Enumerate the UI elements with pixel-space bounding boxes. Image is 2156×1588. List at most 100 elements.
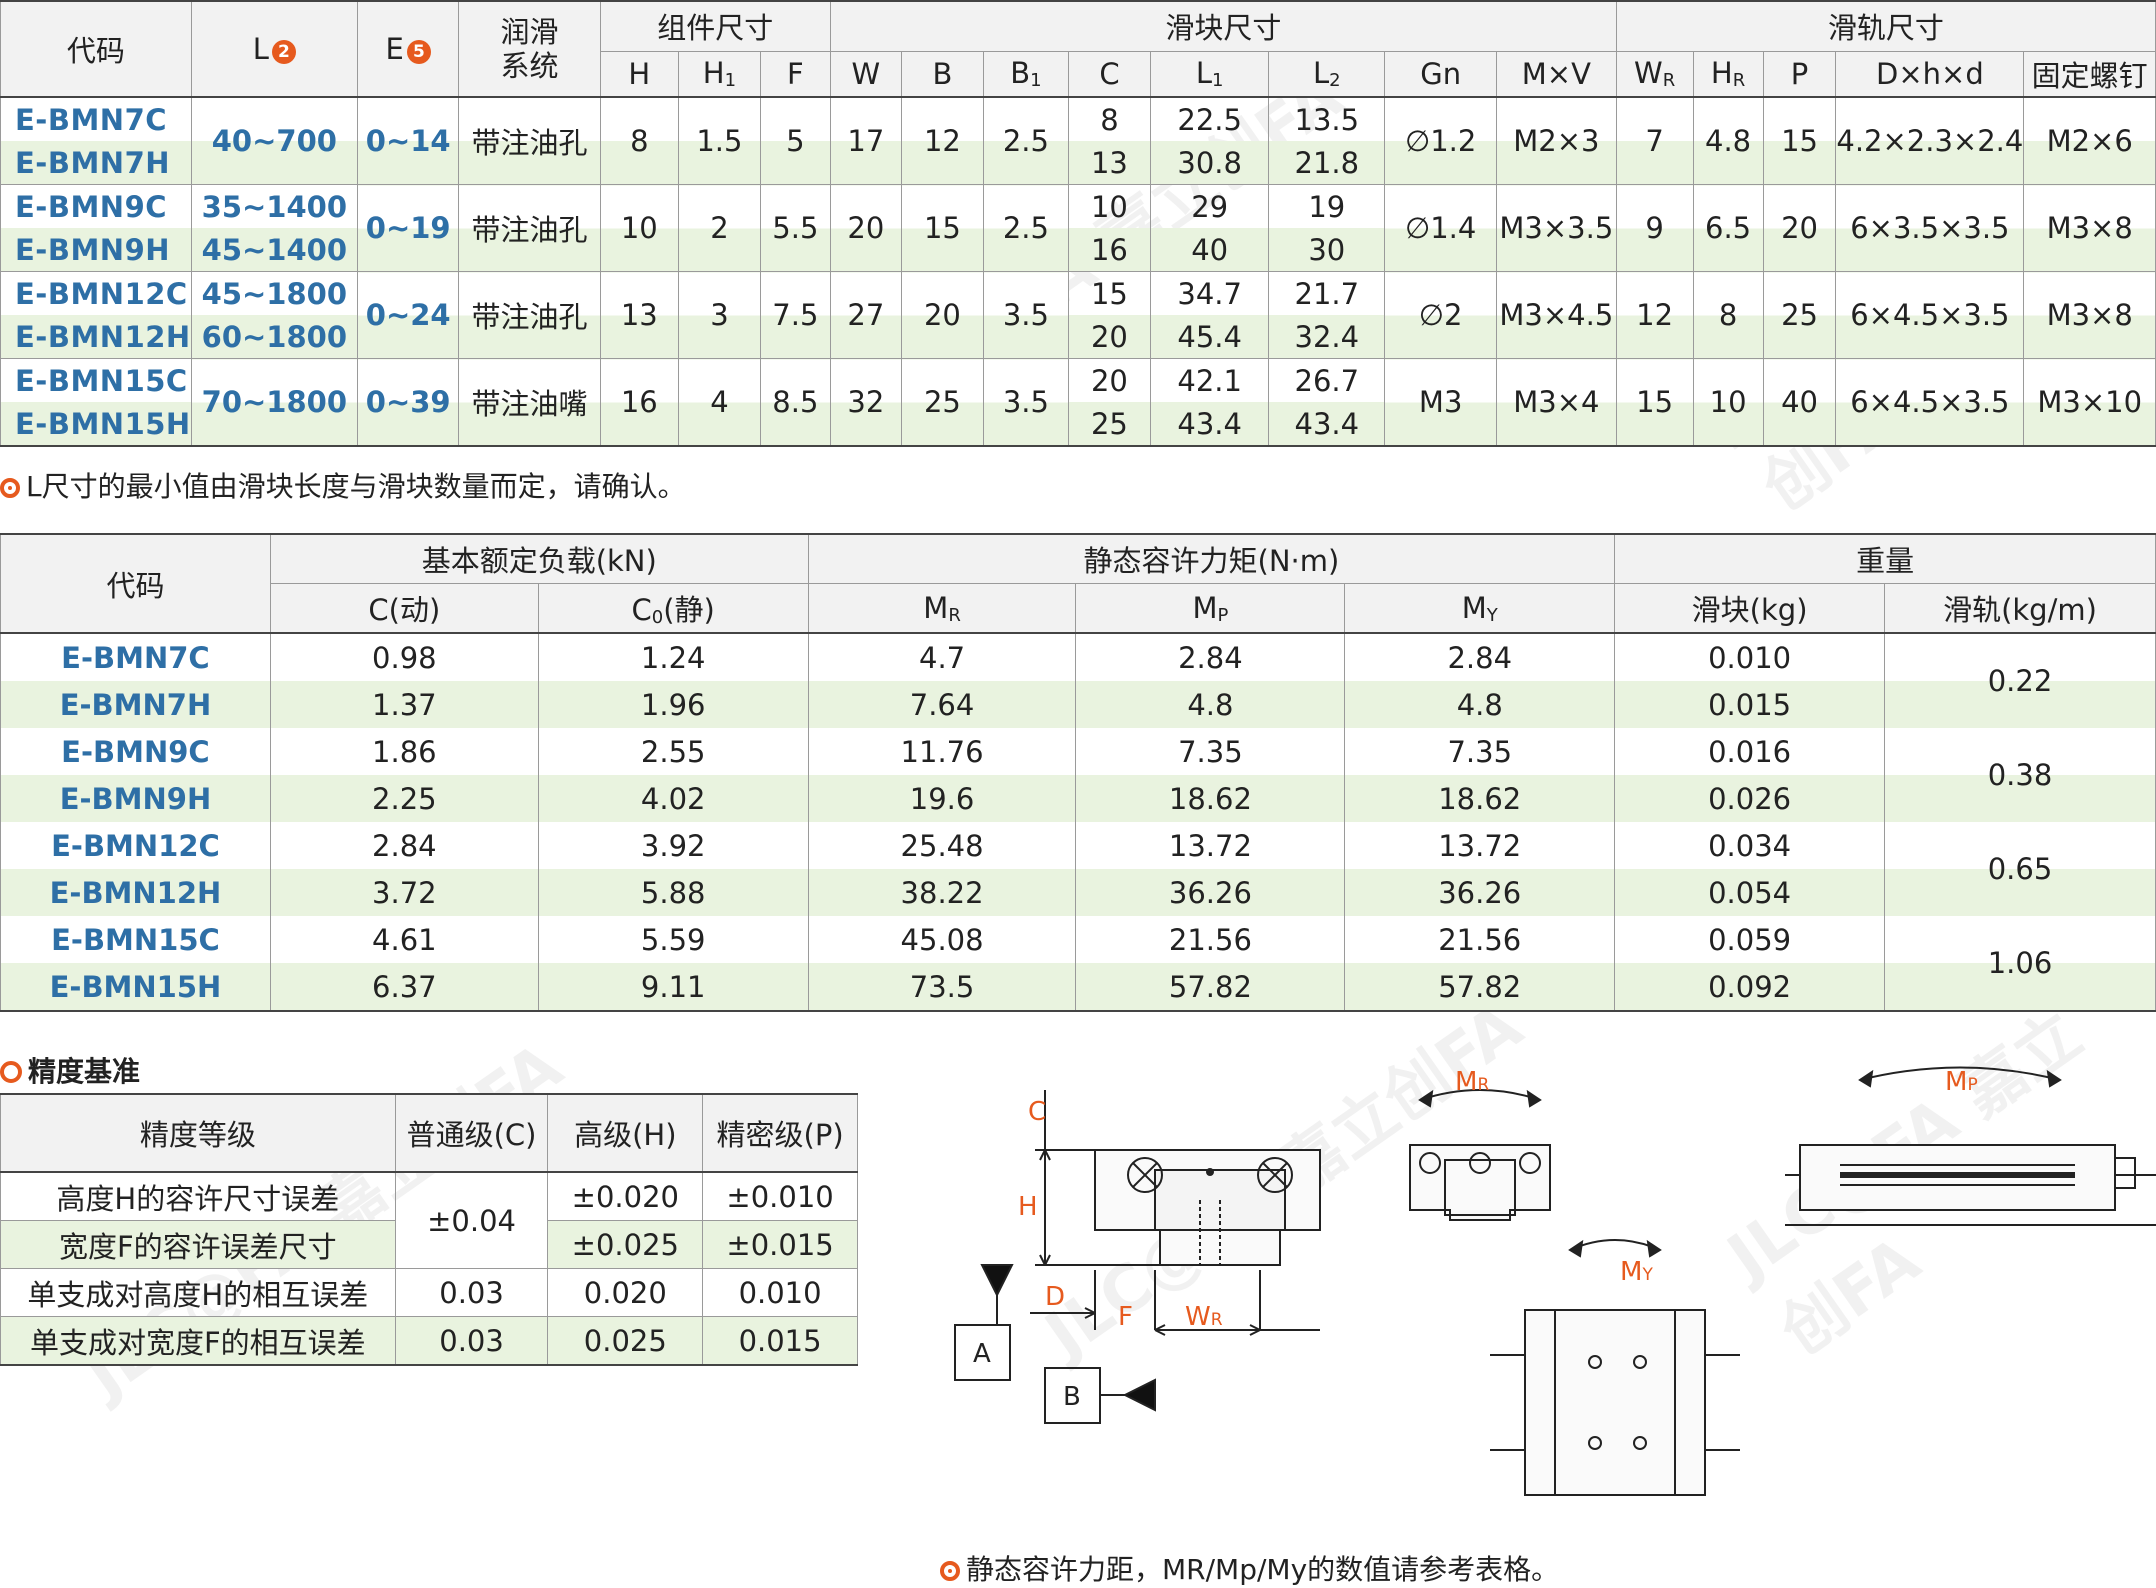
product-code: E-BMN15C <box>0 358 192 402</box>
cell: 3 <box>678 271 761 359</box>
cell: 45.08 <box>807 916 1077 963</box>
cell: 12 <box>1615 271 1694 359</box>
datum-A: A <box>973 1339 991 1369</box>
cell: 27 <box>829 271 902 359</box>
header-L2: L2 <box>1268 50 1386 98</box>
product-code: E-BMN7C <box>0 633 271 681</box>
product-code: E-BMN7H <box>0 141 192 185</box>
cell: 13 <box>1067 141 1152 185</box>
cell: 19 <box>1268 184 1386 228</box>
cell: 4.8 <box>1692 96 1764 185</box>
header-C-dynamic: C(动) <box>269 583 539 634</box>
cell: 8 <box>1692 271 1764 359</box>
cell: 0.025 <box>547 1316 704 1366</box>
header-Dhd: D×h×d <box>1835 50 2025 98</box>
cell: 43.4 <box>1268 402 1386 446</box>
load-table: 代码 基本额定负载(kN) 静态容许力矩(N·m) 重量 C(动) C0(静) … <box>0 533 2156 1012</box>
cell: 3.5 <box>983 271 1069 359</box>
cell: M3×8 <box>2023 184 2156 272</box>
product-code: E-BMN9H <box>0 775 271 822</box>
cell: 29 <box>1150 184 1270 228</box>
cell: 13.72 <box>1344 822 1616 869</box>
cell: 6×4.5×3.5 <box>1835 271 2025 359</box>
cell: 4 <box>678 358 761 446</box>
header-load: 基本额定负载(kN) <box>269 533 809 584</box>
cell: 73.5 <box>807 963 1077 1011</box>
cell: M3×8 <box>2023 271 2156 359</box>
cell: 32.4 <box>1268 315 1386 359</box>
header-bolt: 固定螺钉 <box>2023 50 2156 98</box>
cell: ±0.04 <box>394 1171 549 1269</box>
cell: 7.5 <box>759 271 831 359</box>
cell: 1.37 <box>269 681 539 728</box>
cell: 40~700 <box>190 96 358 185</box>
cell: 0~19 <box>356 184 460 272</box>
cell: 0.015 <box>1614 681 1886 728</box>
cell: 0.98 <box>269 633 539 681</box>
cell: 25 <box>1067 402 1152 446</box>
cell: 21.56 <box>1344 916 1616 963</box>
cell: 40 <box>1150 228 1270 272</box>
cell: 2 <box>678 184 761 272</box>
cell: 4.2×2.3×2.4 <box>1835 96 2025 185</box>
cell: 7.64 <box>807 681 1077 728</box>
header-MR: MR <box>807 583 1077 634</box>
cell: 1.96 <box>537 681 809 728</box>
cell: 21.7 <box>1268 271 1386 315</box>
table-row: 单支成对高度H的相互误差 0.03 0.020 0.010 <box>0 1268 858 1317</box>
cell: 21.8 <box>1268 141 1386 185</box>
header-weight: 重量 <box>1614 533 2156 584</box>
label-WR: WR <box>1185 1302 1223 1332</box>
rail-weight-cell: 0.65 <box>1884 822 2156 916</box>
cell: 13 <box>599 271 680 359</box>
cell: 8 <box>599 96 680 185</box>
cell: 带注油孔 <box>458 96 601 185</box>
cell: 2.55 <box>537 728 809 775</box>
header-H: H <box>599 50 680 98</box>
header-MxV: M×V <box>1495 50 1617 98</box>
label-D: D <box>1045 1282 1065 1312</box>
cell: 9 <box>1615 184 1694 272</box>
header-lube: 润滑 系统 <box>458 0 601 98</box>
header-WR: WR <box>1615 50 1694 98</box>
header-grade: 精度等级 <box>0 1093 396 1173</box>
cell: 2.84 <box>1344 633 1616 681</box>
cell: 43.4 <box>1150 402 1270 446</box>
cell: 1.5 <box>678 96 761 185</box>
cell: ∅1.2 <box>1384 96 1497 185</box>
cell: 4.8 <box>1075 681 1346 728</box>
cell: ±0.010 <box>702 1171 858 1221</box>
cell: ±0.025 <box>547 1220 704 1269</box>
cell: 0.020 <box>547 1268 704 1317</box>
cell: ∅1.4 <box>1384 184 1497 272</box>
cell: M3×4 <box>1495 358 1617 446</box>
cell: 2.84 <box>269 822 539 869</box>
header-block: 滑块尺寸 <box>829 0 1617 52</box>
cell: 42.1 <box>1150 358 1270 402</box>
cell: 带注油孔 <box>458 184 601 272</box>
cell: 2.25 <box>269 775 539 822</box>
note-l-dimension: L尺寸的最小值由滑块长度与滑块数量而定，请确认。 <box>0 465 686 505</box>
product-code: E-BMN9C <box>0 184 192 228</box>
cell: 20 <box>900 271 985 359</box>
product-code: E-BMN9C <box>0 728 271 775</box>
cell: 57.82 <box>1075 963 1346 1011</box>
cell: 17 <box>829 96 902 185</box>
cell: 8 <box>1067 96 1152 141</box>
cell: 0.015 <box>702 1316 858 1366</box>
cell: 2.84 <box>1075 633 1346 681</box>
cell: 4.8 <box>1344 681 1616 728</box>
cell: 5.59 <box>537 916 809 963</box>
cell: 30.8 <box>1150 141 1270 185</box>
cell: 15 <box>1615 358 1694 446</box>
cell: 5 <box>759 96 831 185</box>
cell: 0.010 <box>1614 633 1886 681</box>
